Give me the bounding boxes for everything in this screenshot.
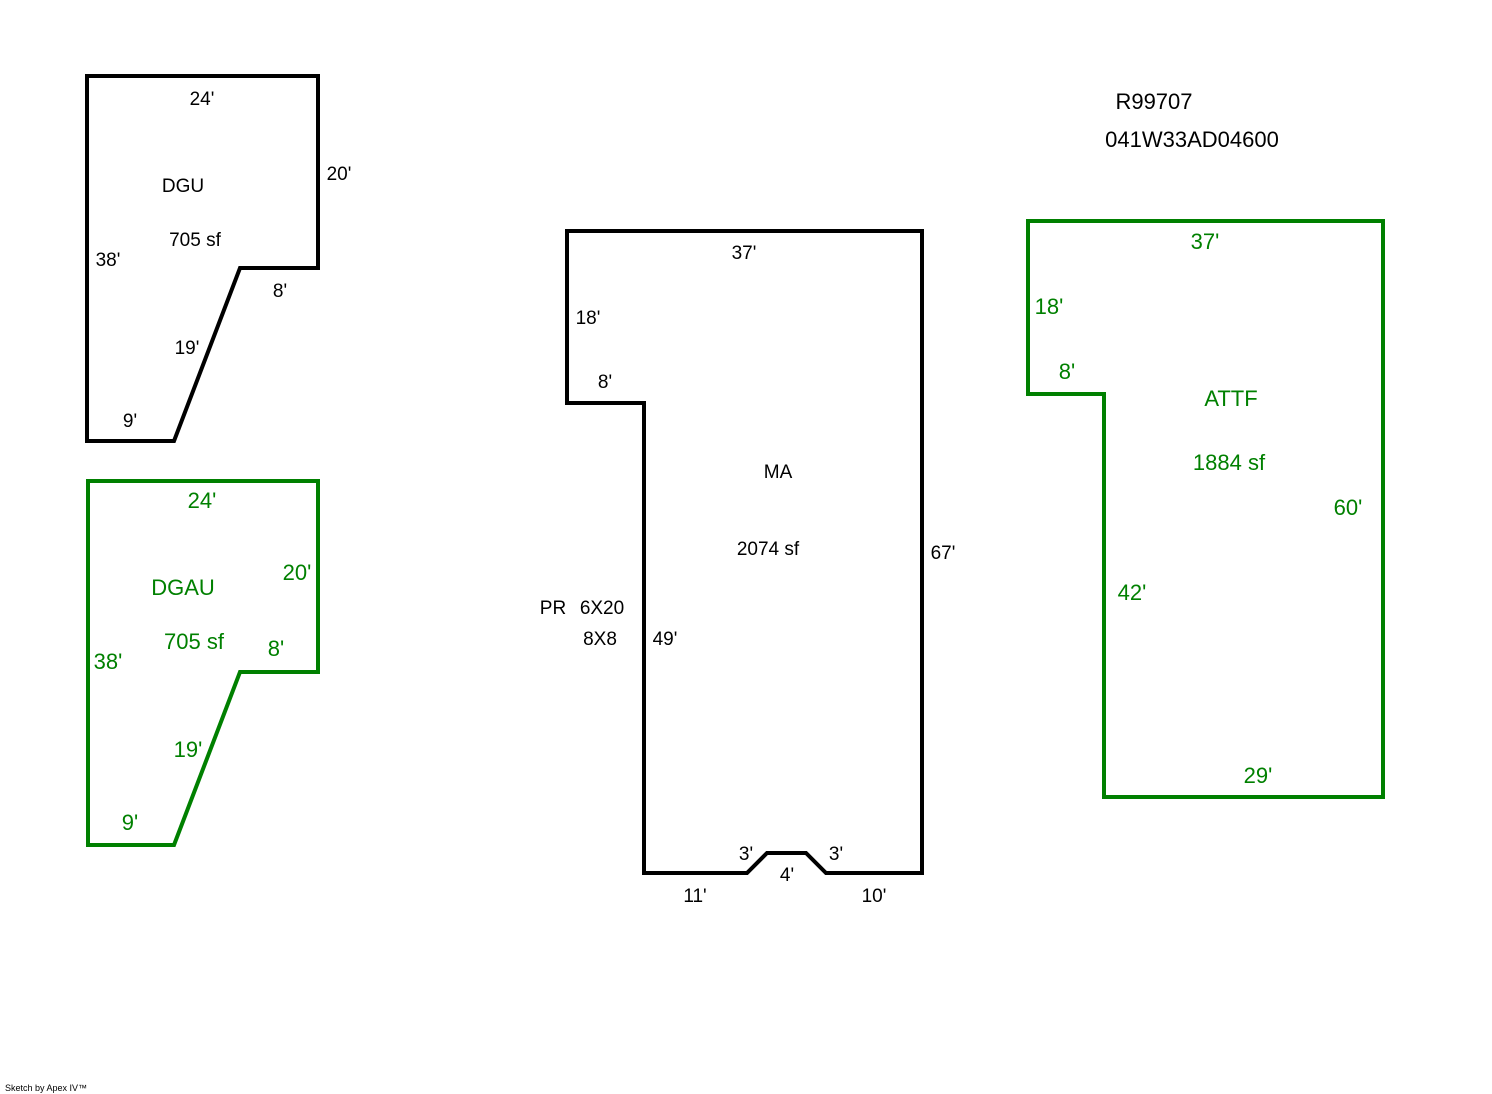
area-size: 1884 sf	[1193, 450, 1266, 475]
parcel-id: R99707	[1115, 89, 1192, 114]
area-attf: 37' 18' 8' 60' 42' 29' ATTF 1884 sf	[1026, 219, 1385, 799]
dim-label: 4'	[780, 865, 794, 886]
area-code: DGAU	[151, 575, 215, 600]
dim-label: 60'	[1334, 495, 1363, 520]
dim-label: 18'	[1035, 294, 1064, 319]
area-size: 705 sf	[164, 629, 225, 654]
area-size: 2074 sf	[737, 539, 800, 560]
area-code: MA	[764, 462, 793, 483]
ma-outline	[565, 229, 924, 875]
dim-label: 9'	[122, 810, 138, 835]
dim-label: 20'	[283, 560, 312, 585]
area-code: ATTF	[1204, 386, 1257, 411]
attf-outline	[1026, 219, 1385, 799]
dim-label: 11'	[683, 886, 706, 907]
dim-label: 67'	[931, 543, 956, 564]
dim-label: 20'	[327, 164, 352, 185]
dim-label: 49'	[653, 629, 678, 650]
dim-label: 3'	[739, 844, 753, 865]
dim-label: 24'	[188, 488, 217, 513]
dim-label: 8'	[273, 281, 287, 302]
area-code: DGU	[162, 176, 204, 197]
dim-label: 37'	[732, 243, 757, 264]
footer-credit: Sketch by Apex IV™	[5, 1083, 87, 1093]
dgu-outline	[85, 74, 320, 443]
dim-label: 9'	[123, 411, 137, 432]
dim-label: 8'	[598, 372, 612, 393]
area-dgau: 24' 20' 38' 8' 19' 9' DGAU 705 sf	[86, 479, 320, 847]
dim-label: 24'	[190, 89, 215, 110]
area-size: 705 sf	[169, 230, 221, 251]
porch-size: 6X20	[580, 598, 624, 619]
area-ma: 37' 18' 8' 67' 49' 3' 3' 4' 11' 10' MA 2…	[540, 229, 956, 907]
area-dgu: 24' 20' 38' 8' 19' 9' DGU 705 sf	[85, 74, 352, 443]
dim-label: 3'	[829, 844, 843, 865]
dim-label: 38'	[96, 250, 121, 271]
dim-label: 29'	[1244, 763, 1273, 788]
dim-label: 42'	[1118, 580, 1147, 605]
dim-label: 37'	[1191, 229, 1220, 254]
porch-label: PR	[540, 598, 566, 619]
dim-label: 18'	[576, 308, 601, 329]
dgau-outline	[86, 479, 320, 847]
dim-label: 10'	[862, 886, 887, 907]
dim-label: 8'	[1059, 359, 1075, 384]
dim-label: 8'	[268, 636, 284, 661]
porch-size: 8X8	[583, 629, 617, 650]
dim-label: 19'	[174, 737, 203, 762]
dim-label: 38'	[94, 649, 123, 674]
map-number: 041W33AD04600	[1105, 127, 1279, 152]
dim-label: 19'	[175, 338, 200, 359]
